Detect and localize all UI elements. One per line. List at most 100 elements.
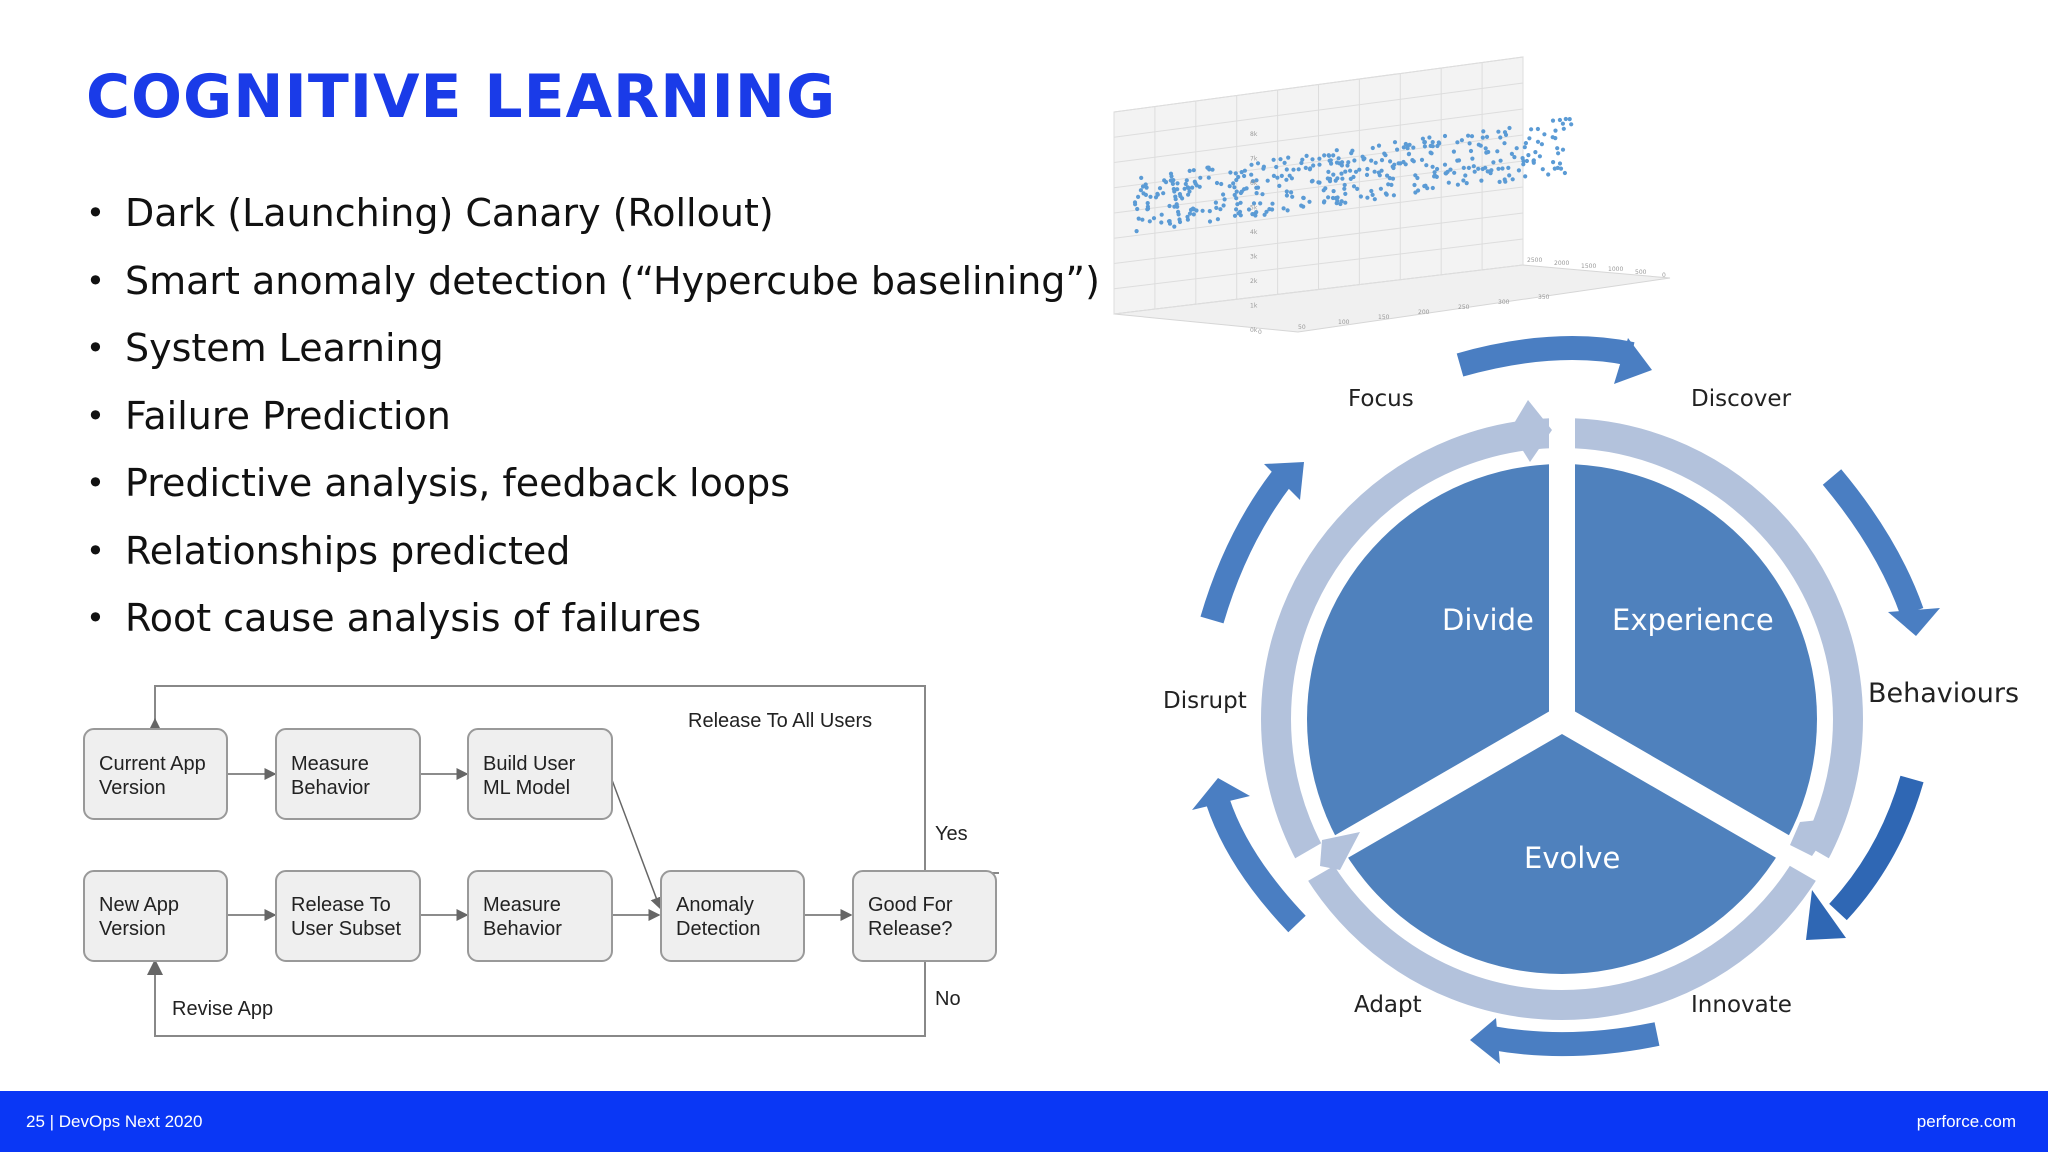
- scatter-point: [1435, 166, 1440, 172]
- scatter-point: [1481, 129, 1486, 134]
- scatter-point: [1321, 188, 1326, 193]
- scatter-point: [1446, 180, 1451, 185]
- scatter-point: [1360, 154, 1365, 159]
- scatter-point: [1235, 202, 1240, 207]
- scatter-point: [1206, 175, 1211, 180]
- scatter-point: [1147, 219, 1152, 224]
- scatter-tick-left: 5k: [1250, 205, 1258, 212]
- scatter-point: [1193, 181, 1198, 186]
- scatter-tick-bottom: 200: [1418, 309, 1430, 316]
- scatter-point: [1310, 178, 1315, 183]
- footer-bar: 25 | DevOps Next 2020 perforce.com: [0, 1091, 2048, 1152]
- bullet-list: Dark (Launching) Canary (Rollout) Smart …: [86, 183, 1100, 656]
- scatter-point: [1550, 135, 1555, 140]
- scatter-point: [1561, 126, 1566, 131]
- flow-label-revise: Revise App: [172, 998, 273, 1020]
- scatter-point: [1221, 203, 1226, 208]
- flow-node-new-app: New App Version: [83, 870, 228, 962]
- scatter-point: [1442, 133, 1448, 139]
- cycle-label-behaviours: Behaviours: [1868, 678, 2019, 709]
- scatter-point: [1500, 166, 1505, 171]
- scatter-point: [1558, 166, 1564, 171]
- scatter-point: [1379, 158, 1385, 163]
- scatter-point: [1456, 158, 1462, 163]
- scatter-point: [1411, 159, 1416, 164]
- scatter-point: [1135, 206, 1140, 212]
- svg-text:Current App: Current App: [99, 753, 206, 775]
- scatter-point: [1172, 189, 1177, 194]
- scatter-point: [1331, 172, 1336, 177]
- scatter-point: [1339, 199, 1344, 204]
- scatter-point: [1432, 174, 1437, 179]
- scatter-point: [1342, 182, 1347, 188]
- scatter-point: [1526, 153, 1531, 158]
- scatter-point: [1376, 170, 1381, 175]
- flow-node-current-app: Current App Version: [83, 728, 228, 820]
- scatter-tick-left: 4k: [1250, 229, 1258, 236]
- scatter-point: [1187, 211, 1193, 216]
- scatter-point: [1221, 192, 1226, 197]
- scatter-point: [1535, 139, 1541, 144]
- scatter-point: [1291, 167, 1296, 172]
- scatter-point: [1555, 146, 1560, 151]
- footer-page-info: 25 | DevOps Next 2020: [26, 1112, 203, 1131]
- scatter-point: [1251, 201, 1257, 206]
- scatter-point: [1476, 166, 1481, 171]
- scatter-point: [1562, 170, 1567, 176]
- scatter-tick-left: 8k: [1250, 131, 1258, 138]
- scatter-point: [1523, 174, 1528, 179]
- scatter-point: [1527, 136, 1532, 141]
- scatter-tick-left: 6k: [1250, 180, 1258, 187]
- scatter-point: [1430, 144, 1435, 149]
- scatter-point: [1472, 169, 1477, 174]
- scatter-point: [1307, 199, 1312, 204]
- scatter-point: [1136, 194, 1141, 199]
- scatter-point: [1542, 132, 1547, 137]
- scatter-point: [1422, 144, 1427, 149]
- scatter-point: [1262, 212, 1267, 217]
- scatter-point: [1533, 150, 1538, 155]
- scatter-point: [1343, 200, 1348, 205]
- scatter-point: [1369, 188, 1374, 194]
- scatter-point: [1239, 170, 1244, 175]
- scatter-point: [1330, 195, 1336, 201]
- scatter-tick-left: 1k: [1250, 303, 1258, 310]
- scatter-point: [1416, 188, 1421, 193]
- scatter-point: [1278, 157, 1283, 162]
- scatter-point: [1560, 121, 1565, 126]
- scatter-point: [1136, 216, 1141, 221]
- scatter-point: [1550, 118, 1556, 123]
- scatter-point: [1560, 147, 1566, 152]
- scatter-point: [1420, 136, 1425, 141]
- scatter-point: [1175, 187, 1180, 192]
- scatter-point: [1182, 186, 1187, 191]
- svg-text:Behavior: Behavior: [291, 777, 370, 799]
- scatter-point: [1524, 158, 1529, 164]
- scatter-point: [1275, 175, 1280, 180]
- scatter-point: [1186, 192, 1191, 197]
- bullet-item: Dark (Launching) Canary (Rollout): [86, 183, 1100, 251]
- scatter-point: [1403, 162, 1408, 167]
- scatter-point: [1352, 158, 1357, 163]
- flow-node-measure-behavior-2: Measure Behavior: [467, 870, 613, 962]
- scatter-tick-depth: 1500: [1581, 263, 1596, 270]
- scatter-point: [1304, 153, 1309, 158]
- scatter-point: [1345, 163, 1350, 168]
- scatter-point: [1396, 161, 1401, 166]
- scatter-point: [1340, 176, 1345, 181]
- scatter-point: [1281, 206, 1286, 211]
- scatter-tick-bottom: 350: [1538, 294, 1550, 301]
- scatter-point: [1234, 207, 1239, 212]
- scatter-point: [1348, 168, 1353, 173]
- scatter-point: [1258, 201, 1263, 206]
- scatter-point: [1227, 184, 1232, 189]
- scatter-point: [1461, 165, 1466, 170]
- ring-arrowhead: [1320, 832, 1360, 870]
- scatter-point: [1552, 166, 1557, 171]
- flow-node-anomaly: Anomaly Detection: [660, 870, 805, 962]
- scatter-point: [1496, 166, 1501, 171]
- scatter-point: [1557, 117, 1562, 123]
- scatter-point: [1279, 173, 1284, 178]
